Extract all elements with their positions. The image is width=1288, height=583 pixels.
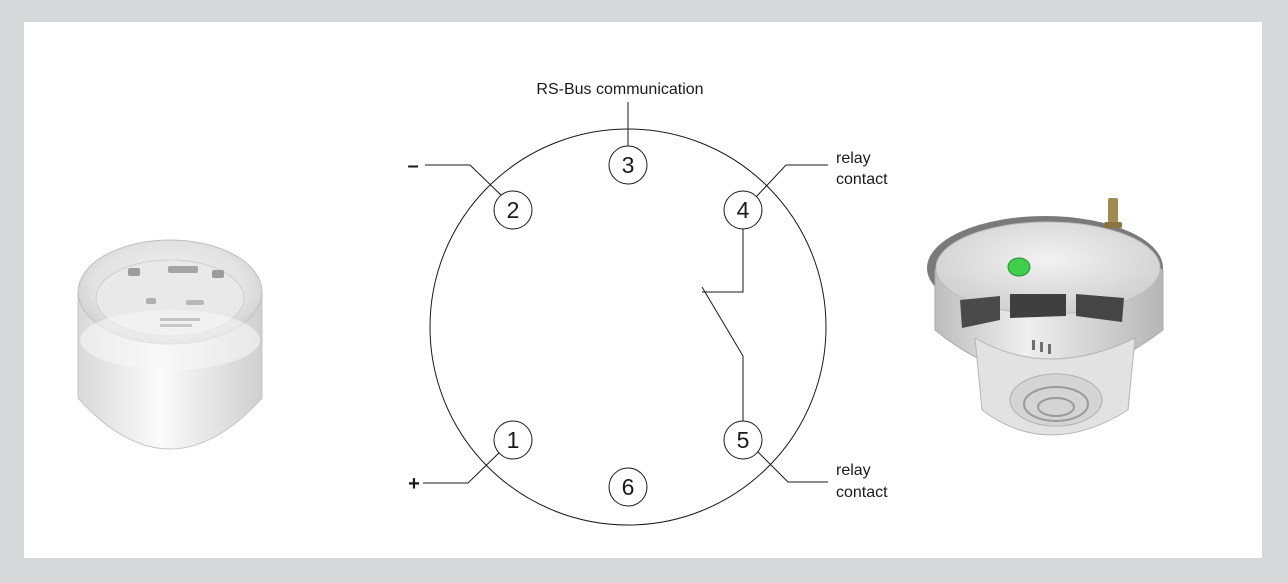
plus-label: +	[408, 473, 420, 495]
terminal-4-circle	[723, 190, 763, 230]
status-led-icon	[1007, 257, 1031, 277]
bus-label: RS-Bus communication	[536, 81, 703, 98]
terminal-5-number: 5	[737, 427, 750, 453]
terminal-2-number: 2	[507, 197, 520, 223]
mounting-base-image	[77, 239, 263, 450]
terminal-1-number: 1	[507, 427, 520, 453]
minus-leader-line	[425, 164, 503, 197]
relay-bottom-leader-line	[755, 449, 828, 483]
relay-switch-fixed-line	[702, 228, 744, 293]
relay-bottom-label-line1: relay	[836, 462, 871, 479]
relay-top-leader-line	[755, 164, 828, 198]
relay-switch-blade-line	[701, 286, 744, 424]
terminal-4-number: 4	[737, 197, 750, 223]
terminal-5-circle	[723, 420, 763, 460]
terminal-diagram	[423, 102, 828, 526]
relay-bottom-label-line2: contact	[836, 484, 888, 501]
terminal-3-circle	[608, 145, 648, 185]
terminal-1-circle	[493, 420, 533, 460]
terminal-2-circle	[493, 190, 533, 230]
base-outline-circle	[429, 128, 827, 526]
smoke-detector-image	[927, 198, 1164, 436]
terminal-3-number: 3	[622, 152, 635, 178]
terminal-6-circle	[608, 467, 648, 507]
plus-leader-line	[423, 449, 503, 484]
terminal-6-number: 6	[622, 474, 635, 500]
relay-top-label-line1: relay	[836, 150, 871, 167]
relay-top-label-line2: contact	[836, 171, 888, 188]
minus-label: –	[407, 155, 418, 177]
